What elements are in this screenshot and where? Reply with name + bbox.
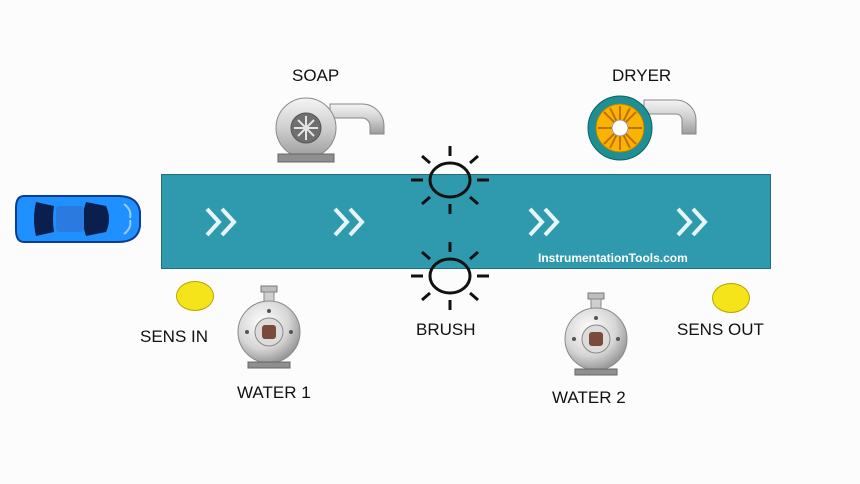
sensor-in-label: SENS IN: [140, 327, 209, 346]
dryer-label: DRYER: [612, 66, 672, 85]
water1-label: WATER 1: [237, 383, 311, 402]
sensor-out-indicator[interactable]: [712, 283, 750, 313]
dryer-blower-icon[interactable]: [584, 94, 698, 164]
car-icon[interactable]: [14, 188, 142, 250]
water1-pump-icon[interactable]: [236, 284, 302, 370]
double-chevron-right-icon: [332, 206, 368, 238]
brush-bottom-sun-icon[interactable]: [409, 240, 491, 312]
double-chevron-right-icon: [675, 206, 711, 238]
watermark-text: InstrumentationTools.com: [538, 251, 688, 265]
water2-pump-icon[interactable]: [563, 291, 629, 377]
soap-blower-icon[interactable]: [270, 94, 386, 164]
double-chevron-right-icon: [204, 206, 240, 238]
soap-label: SOAP: [292, 66, 340, 85]
brush-top-sun-icon[interactable]: [409, 144, 491, 216]
sensor-out-label: SENS OUT: [677, 320, 764, 339]
brush-label: BRUSH: [416, 320, 476, 339]
double-chevron-right-icon: [527, 206, 563, 238]
sensor-in-indicator[interactable]: [176, 281, 214, 311]
water2-label: WATER 2: [552, 388, 626, 407]
